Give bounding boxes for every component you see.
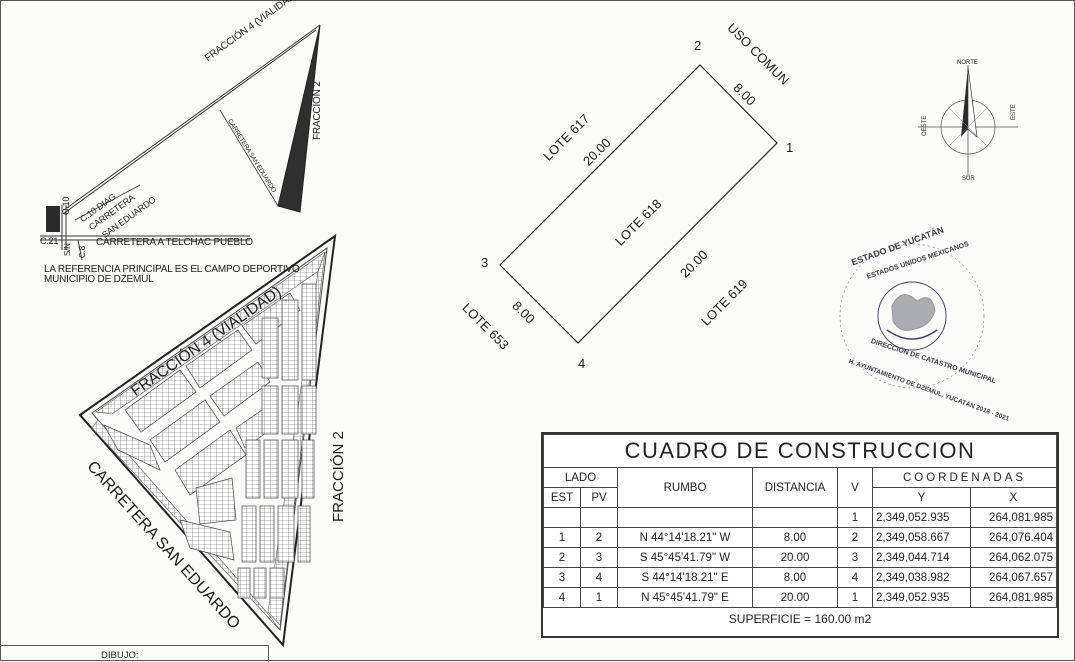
vertex-4-label: 4 xyxy=(578,356,586,371)
compass-sur-label: SUR xyxy=(962,176,975,182)
cell-x: 264,062.075 xyxy=(969,547,1058,568)
cell-v: 1 xyxy=(837,507,873,528)
c10-label: C.10 xyxy=(61,196,71,215)
vertex-3-label: 3 xyxy=(481,255,489,270)
distancia-header: DISTANCIA xyxy=(752,467,838,508)
cell-y: 2,349,044.714 xyxy=(872,547,971,568)
table-row: 2 3 S 45°45'41.79" W 20.00 3 2,349,044.7… xyxy=(543,547,1058,568)
vertex-1-label: 1 xyxy=(786,140,794,155)
cell-y: 2,349,052.935 xyxy=(872,507,971,528)
cell-pv: 3 xyxy=(580,547,618,568)
cell-y: 2,349,052.935 xyxy=(872,587,971,608)
table-title: CUADRO DE CONSTRUCCION xyxy=(543,434,1057,468)
lot-618-polygon xyxy=(499,64,778,344)
cell-rumbo: S 44°14'18.21" E xyxy=(617,567,753,588)
cell-pv: 4 xyxy=(580,567,618,588)
cell-est: 2 xyxy=(543,547,581,568)
pv-header: PV xyxy=(580,487,618,508)
est-header: EST xyxy=(543,487,581,508)
cell-distancia: 8.00 xyxy=(752,527,838,548)
compass-este-label: ESTE xyxy=(1011,104,1017,120)
cuadro-construccion: CUADRO DE CONSTRUCCION LADO RUMBO DISTAN… xyxy=(541,432,1059,638)
cell-distancia xyxy=(752,507,838,528)
cell-rumbo xyxy=(617,507,753,528)
cell-distancia: 8.00 xyxy=(752,567,838,588)
lado-header: LADO xyxy=(543,467,618,488)
seal-graphic xyxy=(839,243,985,389)
title-block: DIBUJO: xyxy=(1,645,269,662)
cell-rumbo: N 44°14'18.21" W xyxy=(617,527,753,548)
compass-oeste-label: OESTE xyxy=(922,115,928,136)
referencia-line-1: LA REFERENCIA PRINCIPAL ES EL CAMPO DEPO… xyxy=(44,264,300,275)
rumbo-header: RUMBO xyxy=(617,467,753,508)
location-fraccion2-label: FRACCIÓN 2 xyxy=(312,81,323,140)
superficie-label: SUPERFICIE = 160.00 m2 xyxy=(728,612,872,626)
cell-v: 1 xyxy=(837,587,873,608)
sn-label: S/N xyxy=(63,243,72,256)
compass-norte-label: NORTE xyxy=(957,60,978,66)
y-header: Y xyxy=(872,487,971,508)
cell-x: 264,076.404 xyxy=(969,527,1058,548)
carretera-telchac-label: CARRETERA A TELCHAC PUEBLO xyxy=(96,237,253,248)
cell-est xyxy=(543,507,581,528)
compass-rose xyxy=(918,65,1018,177)
c21-label: C.21 xyxy=(40,236,59,246)
cell-y: 2,349,058.667 xyxy=(872,527,971,548)
coordenadas-header: COORDENADAS xyxy=(872,467,1057,488)
cell-rumbo: N 45°45'41.79" E xyxy=(617,587,753,608)
cell-est: 1 xyxy=(543,527,581,548)
cell-v: 4 xyxy=(837,567,873,588)
cell-y: 2,349,038.982 xyxy=(872,567,971,588)
table-row: 1 2,349,052.935 264,081.985 xyxy=(543,507,1058,528)
cell-est: 4 xyxy=(543,587,581,608)
cell-pv: 1 xyxy=(580,587,618,608)
cell-distancia: 20.00 xyxy=(752,547,838,568)
dibujo-label: DIBUJO: xyxy=(101,650,139,661)
table-row: 1 2 N 44°14'18.21" W 8.00 2 2,349,058.66… xyxy=(543,527,1058,548)
location-map-lines xyxy=(40,24,321,261)
cell-v: 2 xyxy=(837,527,873,548)
construction-table: CUADRO DE CONSTRUCCION LADO RUMBO DISTAN… xyxy=(543,434,1058,608)
cell-x: 264,081.985 xyxy=(969,587,1058,608)
cell-x: 264,081.985 xyxy=(969,507,1058,528)
subdivision-plan xyxy=(78,233,337,648)
cell-x: 264,067.657 xyxy=(969,567,1058,588)
vertex-2-label: 2 xyxy=(694,38,702,53)
subdivision-fraccion2-label: FRACCIÓN 2 xyxy=(330,431,347,522)
cell-rumbo: S 45°45'41.79" W xyxy=(617,547,753,568)
table-row: 4 1 N 45°45'41.79" E 20.00 1 2,349,052.9… xyxy=(543,587,1058,608)
cell-distancia: 20.00 xyxy=(752,587,838,608)
referencia-line-2: MUNICIPIO DE DZEMUL xyxy=(44,274,154,285)
c8-label: C.8 xyxy=(78,246,87,258)
cell-pv: 2 xyxy=(580,527,618,548)
cell-v: 3 xyxy=(837,547,873,568)
cell-est: 3 xyxy=(543,567,581,588)
table-row: 3 4 S 44°14'18.21" E 8.00 4 2,349,038.98… xyxy=(543,567,1058,588)
v-header: V xyxy=(837,467,873,508)
x-header: X xyxy=(969,487,1058,508)
cell-pv xyxy=(580,507,618,528)
